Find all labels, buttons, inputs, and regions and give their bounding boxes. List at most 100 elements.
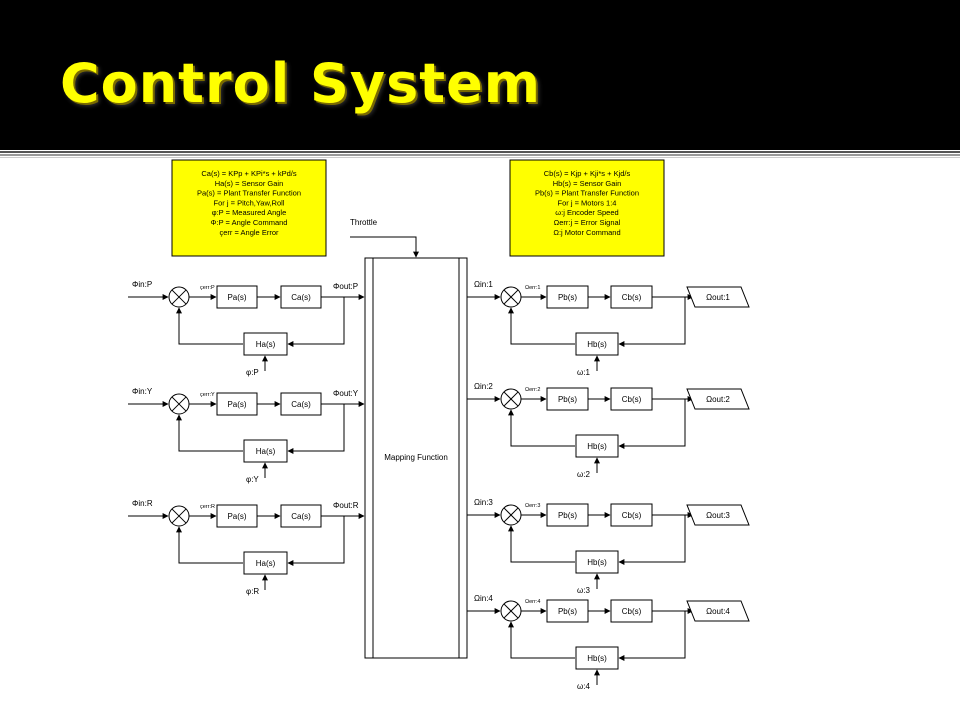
encoder-speed-label: ω:1: [577, 368, 590, 377]
output-node: Ωout:2: [686, 388, 750, 410]
controller-block-label: Ca(s): [291, 512, 311, 521]
sensor-block-rect: [243, 439, 288, 463]
plant-block-label: Pa(s): [227, 400, 246, 409]
legend_right-line: ω:j Encoder Speed: [555, 208, 618, 217]
controller-block-label: Ca(s): [291, 400, 311, 409]
output-node: Ωout:1: [686, 286, 750, 308]
feedback-arrow: [618, 297, 686, 347]
controller-block-label: Cb(s): [622, 511, 642, 520]
legend-left-lines: Ca(s) = KPp + KPi*s + kPd/sHa(s) = Senso…: [197, 169, 301, 237]
title-divider-3: [0, 157, 960, 158]
controller-block: Ca(s): [280, 285, 322, 309]
loop-input-label: Φin:Y: [132, 387, 153, 396]
feedback-to-sum-arrow: [508, 307, 575, 345]
sensor-block-label: Hb(s): [587, 442, 607, 451]
sensor-block: Hb(s): [575, 646, 619, 670]
plant-block: Pb(s): [546, 503, 589, 527]
loop-input-label: Ωin:4: [474, 594, 493, 603]
output-node: Ωout:3: [686, 504, 750, 526]
throttle-arrow: [350, 236, 419, 258]
controller-block: Cb(s): [610, 387, 653, 411]
slide-title: Control System: [60, 52, 541, 115]
plant-block: Pb(s): [546, 387, 589, 411]
feedback-to-sum-arrow: [176, 414, 243, 452]
legend_right-line: Pb(s) = Plant Transfer Function: [535, 189, 639, 198]
summing-junction: [168, 505, 190, 527]
controller-block-label: Cb(s): [622, 607, 642, 616]
feedback-to-sum-arrow: [176, 307, 243, 345]
loop-output-label: Ωout:1: [706, 293, 730, 302]
sensor-block-label: Hb(s): [587, 558, 607, 567]
legend-right: Cb(s) = Kjp + Kji*s + Kjd/sHb(s) = Senso…: [509, 159, 665, 257]
legend_left-line: çerr = Angle Error: [220, 228, 279, 237]
plant-block-label: Pa(s): [227, 293, 246, 302]
sensor-block: Ha(s): [243, 332, 288, 356]
loop-output-label: Φout:R: [333, 501, 359, 510]
plant-block: Pa(s): [216, 504, 258, 528]
measured-angle-label: φ:P: [246, 368, 259, 377]
sensor-block-label: Ha(s): [256, 559, 276, 568]
error-signal-label: çerr:Y: [200, 392, 215, 398]
measured-angle-label: φ:R: [246, 587, 259, 596]
loop-output-label: Ωout:4: [706, 607, 730, 616]
controller-block-label: Cb(s): [622, 293, 642, 302]
encoder-speed-label: ω:4: [577, 682, 590, 691]
legend-right-lines: Cb(s) = Kjp + Kji*s + Kjd/sHb(s) = Senso…: [535, 169, 639, 237]
mapping-function-label: Mapping Function: [384, 453, 448, 462]
sensor-block-rect: [575, 646, 619, 670]
feedback-arrow: [287, 297, 345, 347]
loop-output-label: Φout:Y: [333, 389, 359, 398]
mapping-function-block: Mapping Function: [364, 257, 468, 659]
feedback-arrow: [618, 611, 686, 661]
plant-block-label: Pb(s): [558, 511, 577, 520]
summing-junction: [500, 286, 522, 308]
plant-block-label: Pb(s): [558, 607, 577, 616]
feedback-to-sum-arrow: [508, 409, 575, 447]
legend_left-line: Pa(s) = Plant Transfer Function: [197, 189, 301, 198]
loop-input-label: Φin:P: [132, 280, 152, 289]
plant-block: Pb(s): [546, 599, 589, 623]
feedback-arrow: [287, 516, 345, 566]
legend_right-line: For j = Motors 1:4: [558, 198, 617, 207]
controller-block-label: Cb(s): [622, 395, 642, 404]
angle-loop: Φin:R çerr:RPa(s) Ca(s) Φout:R Ha(s) φ:R: [128, 499, 365, 596]
controller-block: Cb(s): [610, 285, 653, 309]
output-node: Ωout:4: [686, 600, 750, 622]
legend_left-line: Ha(s) = Sensor Gain: [215, 179, 284, 188]
legend_left-line: Ca(s) = KPp + KPi*s + kPd/s: [201, 169, 296, 178]
sensor-block-label: Ha(s): [256, 447, 276, 456]
sensor-block: Hb(s): [575, 332, 619, 356]
legend_right-line: Hb(s) = Sensor Gain: [553, 179, 622, 188]
sensor-block-rect: [243, 332, 288, 356]
sensor-block-label: Hb(s): [587, 340, 607, 349]
mapping-function-outer: [364, 257, 468, 659]
sensor-block-rect: [575, 434, 619, 458]
legend_right-line: Cb(s) = Kjp + Kji*s + Kjd/s: [544, 169, 631, 178]
sensor-block-rect: [243, 551, 288, 575]
sensor-block-rect: [575, 332, 619, 356]
legend-left: Ca(s) = KPp + KPi*s + kPd/sHa(s) = Senso…: [171, 159, 327, 257]
plant-block-label: Pb(s): [558, 395, 577, 404]
sensor-block: Hb(s): [575, 434, 619, 458]
error-signal-label: çerr:R: [200, 504, 215, 510]
feedback-arrow: [618, 515, 686, 565]
loop-input-label: Ωin:1: [474, 280, 493, 289]
plant-block: Pa(s): [216, 392, 258, 416]
controller-block-label: Ca(s): [291, 293, 311, 302]
controller-block: Cb(s): [610, 503, 653, 527]
legend_left-line: For j = Pitch,Yaw,Roll: [214, 198, 285, 207]
feedback-arrow: [618, 399, 686, 449]
legend_left-line: φ:P = Measured Angle: [212, 208, 287, 217]
summing-junction: [168, 286, 190, 308]
sensor-block-rect: [575, 550, 619, 574]
loop-input-label: Ωin:2: [474, 382, 493, 391]
summing-junction: [500, 600, 522, 622]
sensor-block-label: Hb(s): [587, 654, 607, 663]
loop-input-label: Φin:R: [132, 499, 153, 508]
sensor-block: Hb(s): [575, 550, 619, 574]
